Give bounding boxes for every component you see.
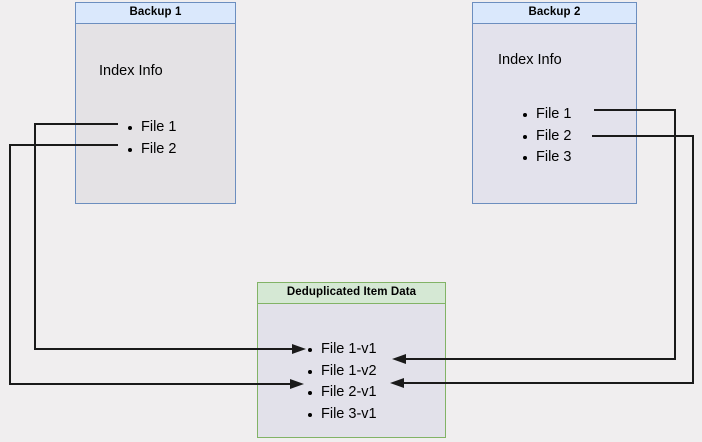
bullet-icon — [523, 113, 527, 117]
list-item[interactable]: File 3 — [523, 147, 571, 169]
list-item[interactable]: File 2-v1 — [308, 382, 377, 404]
backup-1-title: Backup 1 — [129, 6, 182, 19]
list-item-label: File 1-v1 — [321, 341, 377, 357]
deduplicated-item-data-box[interactable]: Deduplicated Item Data File 1-v1 File 1-… — [257, 282, 446, 438]
deduplicated-item-data-title: Deduplicated Item Data — [286, 286, 417, 299]
backup-2-title: Backup 2 — [528, 6, 581, 19]
list-item-label: File 1 — [141, 119, 177, 135]
list-item-label: File 2-v1 — [321, 384, 377, 400]
bullet-icon — [128, 147, 132, 152]
list-item[interactable]: File 1 — [128, 117, 176, 139]
list-item-label: File 3-v1 — [321, 405, 377, 422]
list-item-label: File 3 — [536, 149, 572, 165]
bullet-icon — [128, 126, 132, 130]
deduplicated-file-list: File 1-v1 File 1-v2 File 2-v1 File 3-v1 — [308, 339, 377, 425]
list-item-label: File 2 — [141, 140, 177, 157]
backup-2-index-info-label: Index Info — [498, 52, 562, 68]
backup-1-file-list: File 1 File 2 — [128, 117, 176, 160]
backup-1-index-info-label: Index Info — [99, 63, 163, 79]
bullet-icon — [308, 348, 312, 352]
list-item[interactable]: File 1-v1 — [308, 339, 377, 361]
list-item-label: File 2 — [536, 127, 572, 144]
list-item-label: File 1 — [536, 106, 572, 122]
backup-2-header: Backup 2 — [473, 3, 636, 24]
backup-1-box[interactable]: Backup 1 Index Info File 1 File 2 — [75, 2, 236, 204]
deduplicated-item-data-header: Deduplicated Item Data — [258, 283, 445, 304]
backup-2-file-list: File 1 File 2 File 3 — [523, 104, 571, 169]
bullet-icon — [308, 369, 312, 374]
bullet-icon — [308, 412, 312, 417]
list-item[interactable]: File 3-v1 — [308, 404, 377, 426]
list-item[interactable]: File 2 — [523, 126, 571, 148]
list-item[interactable]: File 1-v2 — [308, 361, 377, 383]
bullet-icon — [308, 391, 312, 395]
bullet-icon — [523, 156, 527, 160]
backup-1-header: Backup 1 — [76, 3, 235, 24]
backup-2-box[interactable]: Backup 2 Index Info File 1 File 2 File 3 — [472, 2, 637, 204]
list-item[interactable]: File 2 — [128, 139, 176, 161]
list-item-label: File 1-v2 — [321, 362, 377, 379]
bullet-icon — [523, 134, 527, 139]
list-item[interactable]: File 1 — [523, 104, 571, 126]
